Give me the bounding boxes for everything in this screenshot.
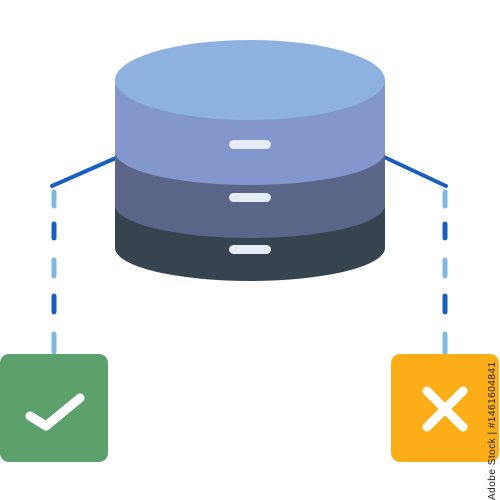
close-icon (422, 386, 468, 432)
database-slot-1 (229, 140, 271, 149)
database-top-cap (115, 40, 385, 120)
rejected-box (391, 354, 499, 462)
left-solid-line (50, 155, 120, 188)
stock-id-watermark: Adobe Stock | #1461604841 (487, 361, 498, 500)
right-connector (382, 155, 448, 355)
database-icon (115, 40, 385, 281)
accepted-box-bg (0, 354, 108, 462)
left-connector (50, 155, 120, 355)
check-icon (25, 393, 85, 431)
accepted-box (0, 354, 108, 462)
right-solid-line (382, 155, 448, 188)
database-slot-3 (229, 245, 271, 254)
database-slot-2 (229, 193, 271, 202)
